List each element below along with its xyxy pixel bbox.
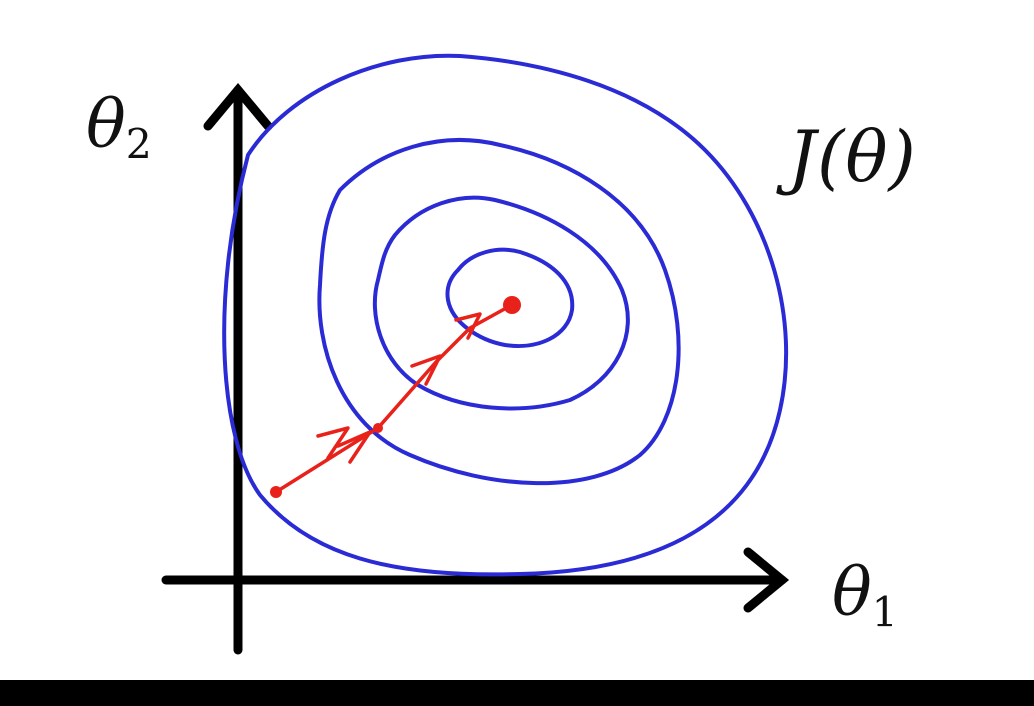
x-axis-label-sub: 1	[871, 588, 898, 637]
start-point	[270, 486, 282, 498]
step-arrow-1	[316, 426, 350, 460]
step-arrow-2	[336, 430, 372, 464]
x-axis-label: θ1	[832, 560, 898, 633]
contour-2	[372, 195, 630, 411]
x-axis-arrowhead	[743, 547, 790, 613]
descent-path	[270, 296, 521, 498]
x-axis-label-base: θ	[832, 554, 872, 631]
minimum-point	[503, 296, 521, 314]
contour-lines	[222, 53, 789, 577]
y-axis-label-sub: 2	[125, 120, 152, 169]
y-axis-label-base: θ	[86, 86, 126, 163]
bottom-bar	[0, 680, 1034, 706]
contour-outer	[222, 53, 789, 577]
cost-function-label: J(θ)	[788, 116, 917, 198]
step-point	[373, 423, 383, 433]
step-arrow-3	[410, 354, 442, 386]
contour-3	[317, 138, 681, 486]
y-axis-label: θ2	[86, 92, 152, 165]
axes	[161, 82, 790, 655]
step-arrow-4	[454, 312, 482, 340]
contour-inner	[445, 247, 575, 348]
y-axis-arrowhead	[203, 82, 273, 131]
